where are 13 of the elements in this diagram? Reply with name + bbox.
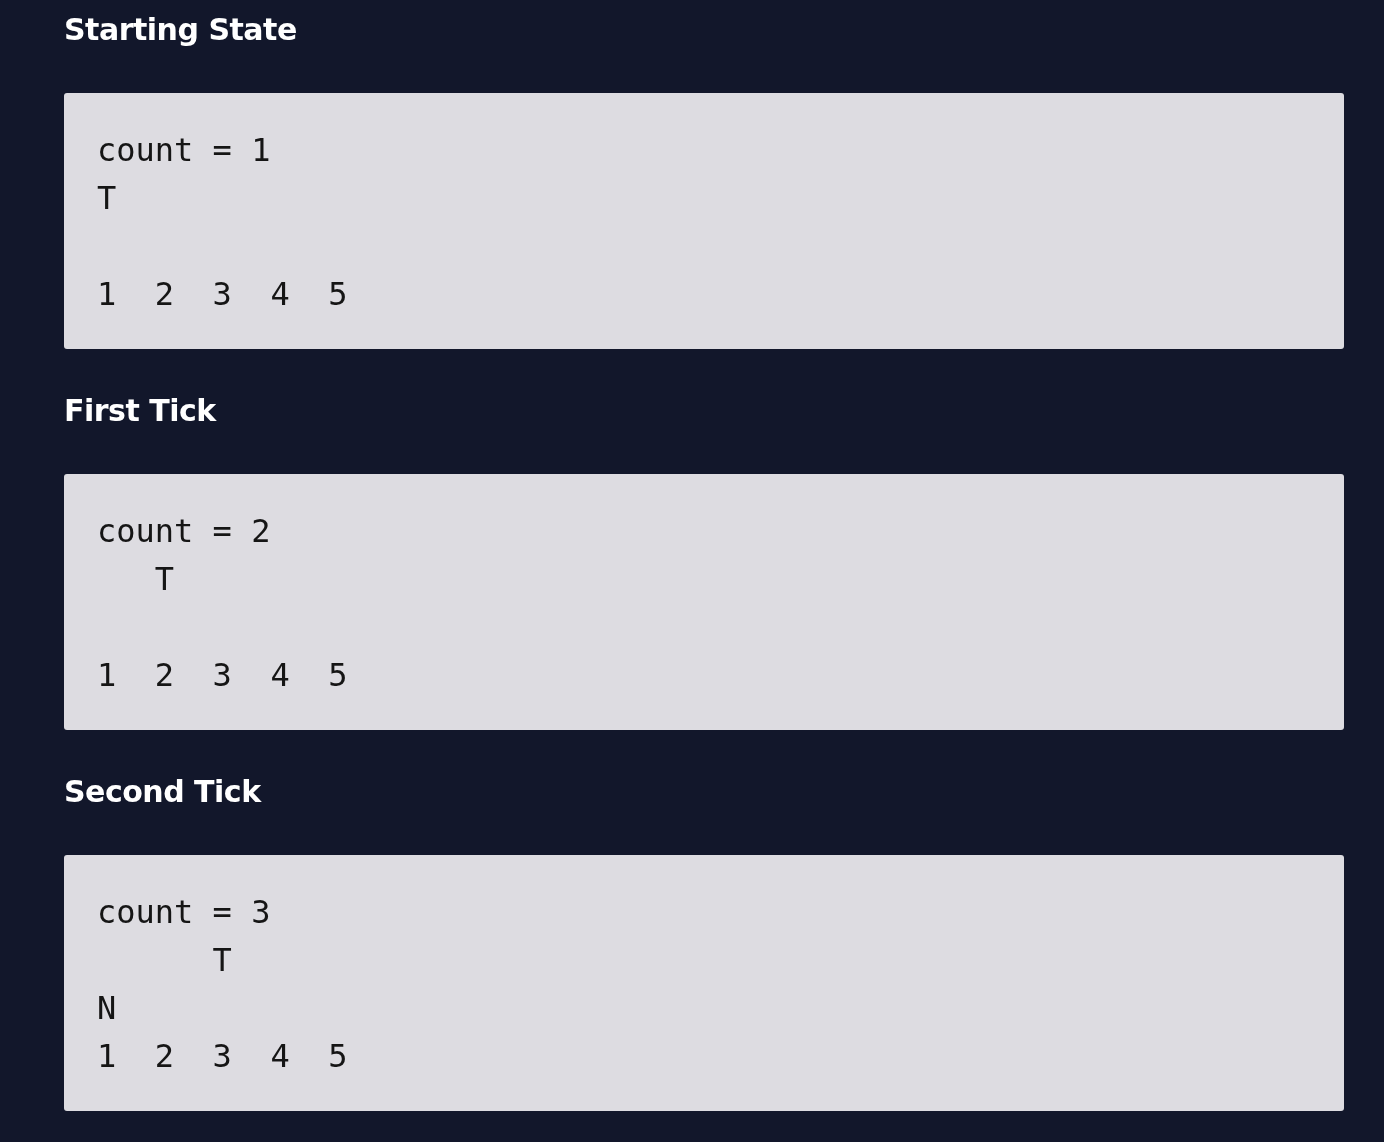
section-heading: First Tick	[64, 393, 216, 429]
pointer-letter: T	[97, 178, 117, 219]
number-row-text: 1 2 3 4 5	[97, 655, 348, 696]
code-line: count = 1	[97, 130, 271, 171]
section-heading: Second Tick	[64, 774, 261, 810]
pointer-letter: T	[212, 940, 232, 981]
pointer-letter: N	[97, 988, 117, 1029]
section-heading: Starting State	[64, 12, 297, 48]
pointer-letter: T	[154, 559, 175, 600]
code-line: count = 3	[97, 892, 271, 933]
number-row-text: 1 2 3 4 5	[97, 274, 348, 315]
code-line: count = 2	[97, 511, 271, 552]
number-row-text: 1 2 3 4 5	[97, 1036, 348, 1077]
